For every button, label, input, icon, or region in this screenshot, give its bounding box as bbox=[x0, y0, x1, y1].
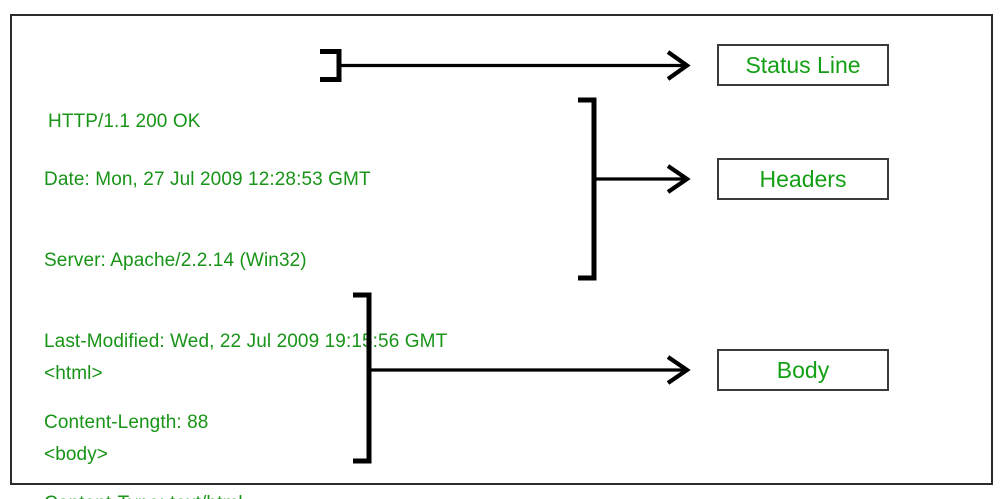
status-line-row: HTTP/1.1 200 OK bbox=[48, 111, 201, 132]
header-row-server: Server: Apache/2.2.14 (Win32) bbox=[44, 250, 307, 271]
label-box-body: Body bbox=[717, 349, 889, 391]
header-row-last-modified: Last-Modified: Wed, 22 Jul 2009 19:15:56… bbox=[44, 331, 448, 352]
diagram-frame bbox=[10, 14, 993, 485]
label-box-status-line: Status Line bbox=[717, 44, 889, 86]
status-line-text-block: HTTP/1.1 200 OK bbox=[48, 54, 201, 189]
label-box-body-text: Body bbox=[776, 356, 830, 383]
header-row-content-type: Content-Type: text/html bbox=[44, 490, 447, 499]
headers-text-block: Date: Mon, 27 Jul 2009 12:28:53 GMT Serv… bbox=[44, 112, 447, 499]
label-box-headers: Headers bbox=[717, 158, 889, 200]
header-row-date: Date: Mon, 27 Jul 2009 12:28:53 GMT bbox=[44, 169, 371, 190]
body-row-html-open: <html> bbox=[44, 363, 103, 384]
label-box-headers-text: Headers bbox=[759, 165, 847, 192]
label-box-status-line-text: Status Line bbox=[745, 51, 861, 78]
header-row-content-length: Content-Length: 88 bbox=[44, 412, 209, 433]
body-row-body-open: <body> bbox=[44, 444, 108, 465]
body-text-block: <html> <body> <h1>Hello, World!</h1> </b… bbox=[44, 306, 247, 499]
